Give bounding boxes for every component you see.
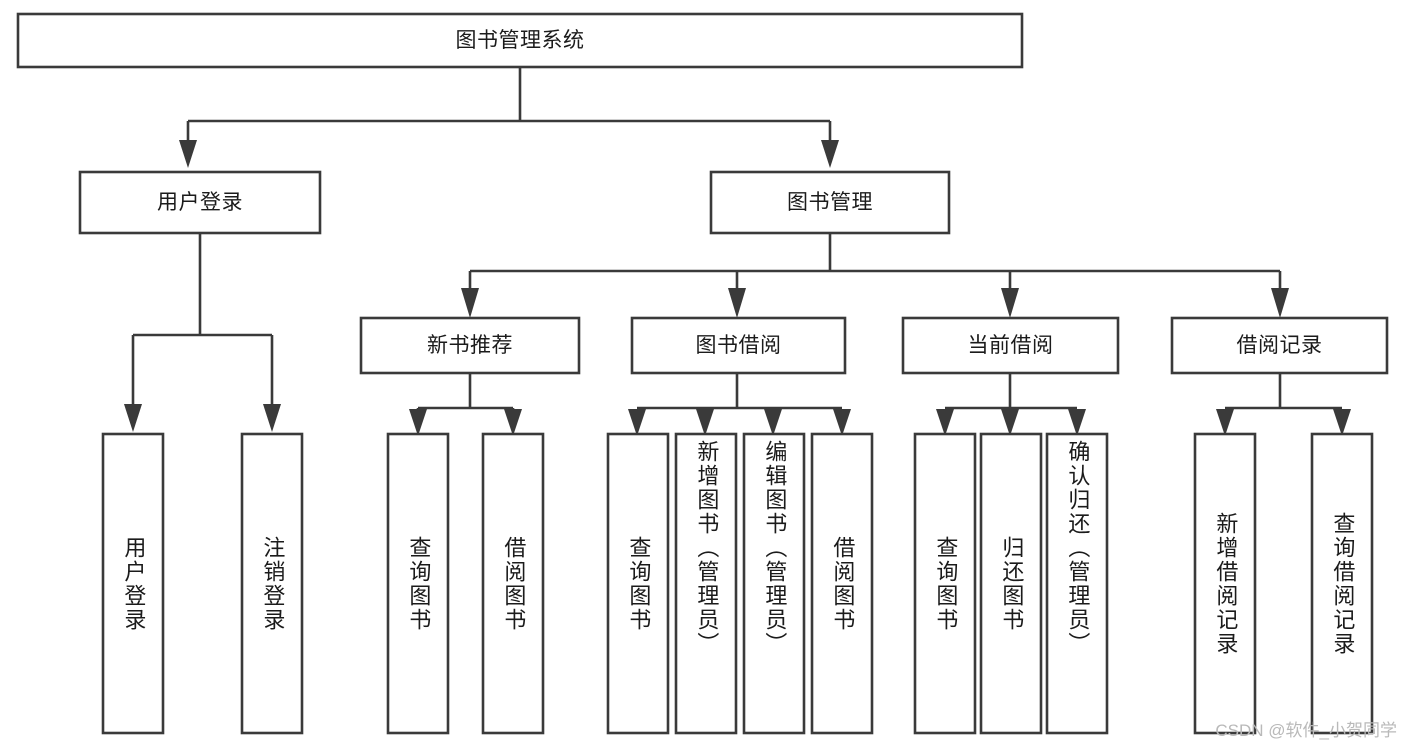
connector-group-current-borrow — [936, 373, 1086, 436]
node-leaf-bb-query-book[interactable] — [606, 432, 670, 735]
node-root[interactable] — [16, 12, 1024, 69]
connector-group-book-borrow — [628, 373, 851, 436]
node-leaf-user-login[interactable] — [101, 432, 165, 735]
arrowhead-bb-leaf-2 — [696, 409, 714, 436]
arrowhead-nb-leaf-2 — [504, 409, 522, 436]
node-leaf-br-query-record[interactable] — [1310, 432, 1374, 735]
node-leaf-bb-edit-book[interactable] — [742, 432, 806, 735]
node-leaf-cb-confirm-return[interactable] — [1045, 432, 1109, 735]
node-current-borrow[interactable] — [901, 316, 1120, 375]
arrowhead-borrow-record — [1271, 288, 1289, 318]
node-book-borrow[interactable] — [630, 316, 847, 375]
arrowhead-current-borrow — [1001, 288, 1019, 318]
arrowhead-book-borrow — [728, 288, 746, 318]
arrowhead-nb-leaf-1 — [409, 409, 427, 436]
node-leaf-bb-add-book[interactable] — [674, 432, 738, 735]
arrowhead-new-book — [461, 288, 479, 318]
connector-group-book-mgmt — [461, 233, 1289, 318]
arrowhead-leaf-logout — [263, 404, 281, 432]
arrowhead-cb-leaf-1 — [936, 409, 954, 436]
node-user-login[interactable] — [78, 170, 322, 235]
connector-group-user-login — [124, 233, 281, 432]
arrowhead-br-leaf-1 — [1216, 409, 1234, 436]
connector-group-root — [179, 67, 839, 168]
arrowhead-book-mgmt — [821, 140, 839, 168]
node-leaf-bb-borrow-book[interactable] — [810, 432, 874, 735]
node-leaf-nb-borrow-book[interactable] — [481, 432, 545, 735]
node-new-book-recommend[interactable] — [359, 316, 581, 375]
arrowhead-bb-leaf-3 — [764, 409, 782, 436]
node-leaf-cb-return-book[interactable] — [979, 432, 1043, 735]
connector-group-borrow-record — [1216, 373, 1351, 436]
arrowhead-cb-leaf-3 — [1068, 409, 1086, 436]
node-leaf-br-add-record[interactable] — [1193, 432, 1257, 735]
arrowhead-br-leaf-2 — [1333, 409, 1351, 436]
node-borrow-record[interactable] — [1170, 316, 1389, 375]
arrowhead-bb-leaf-4 — [833, 409, 851, 436]
node-book-management[interactable] — [709, 170, 951, 235]
node-leaf-nb-query-book[interactable] — [386, 432, 450, 735]
arrowhead-user-login — [179, 140, 197, 168]
arrowhead-leaf-user-login — [124, 404, 142, 432]
arrowhead-bb-leaf-1 — [628, 409, 646, 436]
connector-group-new-book — [409, 373, 522, 436]
node-leaf-cb-query-book[interactable] — [913, 432, 977, 735]
node-leaf-logout[interactable] — [240, 432, 304, 735]
arrowhead-cb-leaf-2 — [1001, 409, 1019, 436]
